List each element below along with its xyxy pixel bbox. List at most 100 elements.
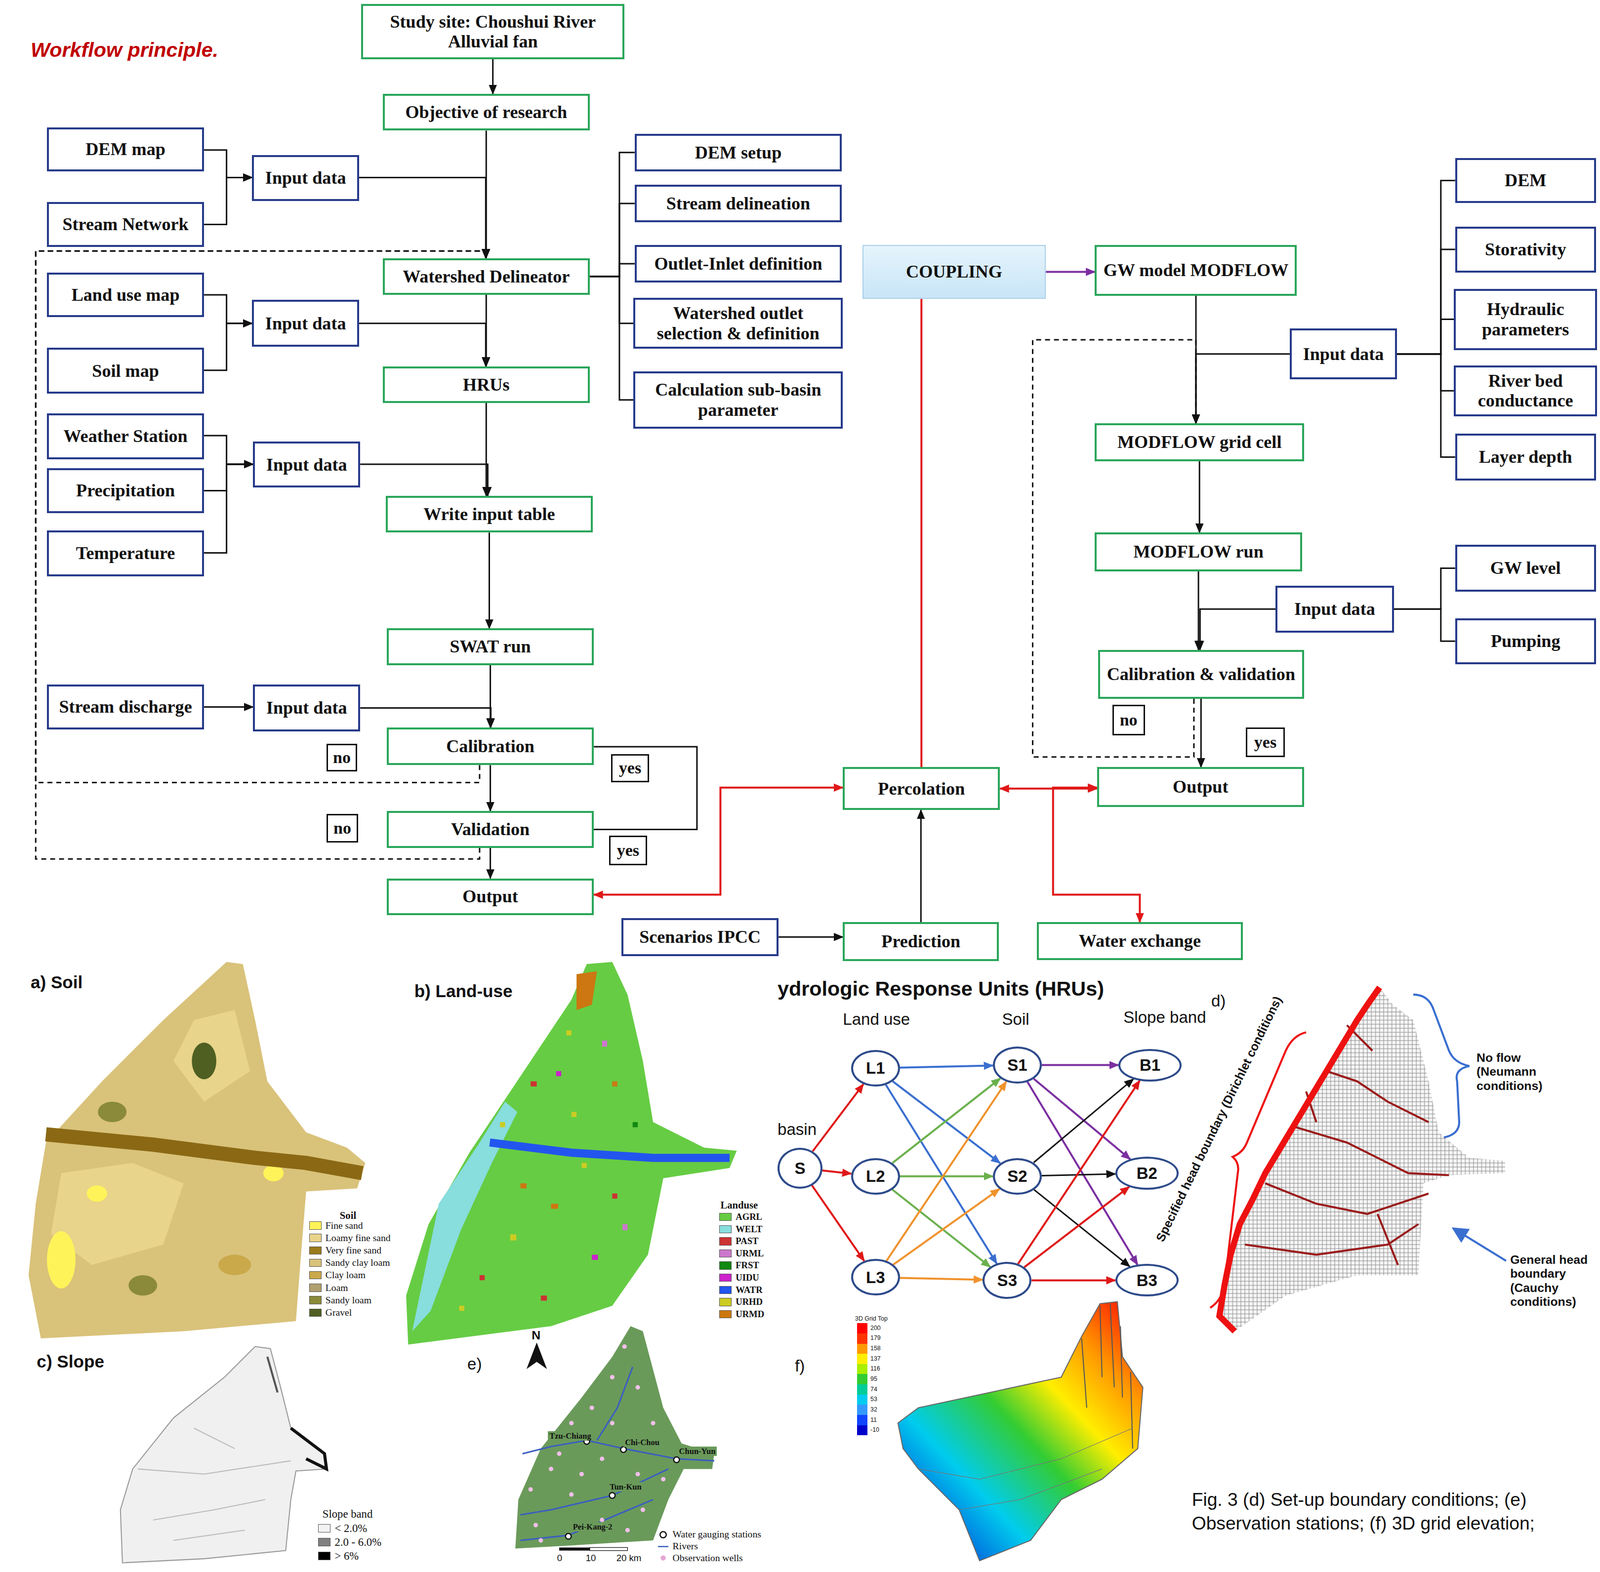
legend-swatch	[719, 1225, 732, 1234]
legend-row: 74	[857, 1384, 878, 1395]
legend-text: AGRL	[735, 1212, 763, 1223]
connector	[812, 1084, 864, 1152]
legend-text: Rivers	[672, 1541, 698, 1553]
legend-text: 95	[870, 1376, 878, 1384]
legend-row: Loam	[309, 1282, 349, 1294]
land-use-map-part	[520, 1183, 527, 1189]
node-text: Prediction	[881, 931, 961, 952]
connector	[204, 435, 253, 465]
input-box: Input data	[252, 684, 361, 732]
node-text: L3	[865, 1268, 886, 1287]
node-text: Stream discharge	[58, 697, 192, 717]
node-text: GW model MODFLOW	[1103, 260, 1289, 281]
node-text: L2	[865, 1167, 886, 1186]
scale-number: 10	[585, 1553, 597, 1564]
land-use-map-part	[632, 1122, 638, 1128]
input-box: Pumping	[1455, 618, 1597, 665]
connector	[822, 1170, 852, 1174]
connector	[204, 150, 252, 178]
process-box: Output	[386, 878, 594, 916]
hru-ellipse: L1	[851, 1050, 901, 1087]
connector	[492, 59, 494, 94]
legend-swatch	[719, 1286, 732, 1295]
station-name: Chun-Yun	[677, 1446, 718, 1457]
art-def-part	[599, 1456, 605, 1462]
legend-row: 179	[857, 1333, 881, 1345]
connector	[920, 298, 923, 768]
slope-map	[120, 1347, 327, 1564]
legend-symbol-shape	[660, 1531, 667, 1539]
connector	[589, 203, 635, 277]
input-box: Weather Station	[46, 413, 205, 460]
panel-title: ydrologic Response Units (HRUs)	[777, 977, 1105, 1002]
legend-text: Gravel	[325, 1307, 352, 1319]
node-text: Output	[1172, 777, 1229, 797]
legend-row: 116	[857, 1364, 881, 1375]
process-box: MODFLOW run	[1094, 532, 1302, 572]
legend-swatch	[719, 1261, 732, 1270]
station-name: Tun-Kun	[608, 1482, 644, 1492]
connector	[204, 177, 252, 225]
connector	[489, 665, 492, 728]
legend-swatch	[857, 1333, 868, 1345]
legend-text: URHD	[735, 1297, 763, 1308]
slope-map-part	[267, 1356, 278, 1393]
art-def-part	[635, 1472, 641, 1477]
land-use-map-part	[499, 1122, 505, 1128]
legend-row: URML	[719, 1248, 764, 1259]
legend-row: -10	[857, 1425, 880, 1436]
connector	[886, 1081, 1007, 1262]
legend-swatch	[857, 1374, 868, 1385]
panel-label: d)	[1211, 991, 1226, 1011]
connector	[778, 936, 843, 939]
legend-row: < 2.0%	[318, 1522, 368, 1535]
legend-swatch	[309, 1233, 322, 1242]
art-def-part	[650, 1421, 656, 1426]
slope-map-part	[290, 1428, 327, 1470]
legend-symbol-shape	[660, 1556, 667, 1562]
boundary-label: General head boundary (Cauchy conditions…	[1510, 1253, 1598, 1310]
legend-text: Fine sand	[325, 1220, 364, 1232]
connector	[488, 532, 491, 629]
node-text: Water exchange	[1078, 931, 1201, 951]
node-text: S3	[997, 1271, 1018, 1290]
panel-label: f)	[794, 1356, 805, 1376]
scale-number: 20 km	[616, 1553, 642, 1564]
land-use-map-part	[612, 1081, 617, 1087]
legend-symbol	[657, 1542, 669, 1552]
node-text: SWAT run	[449, 636, 531, 657]
input-box: Hydraulic parameters	[1453, 288, 1598, 351]
node-text: Weather Station	[63, 426, 188, 447]
panel-label: b) Land-use	[414, 981, 513, 1002]
process-box: SWAT run	[386, 628, 594, 665]
art-def-part	[589, 1405, 595, 1411]
legend-symbol	[657, 1530, 669, 1540]
node-text: Study site: Choushui River Alluvial fan	[368, 11, 618, 52]
legend-swatch	[318, 1552, 331, 1560]
process-box: Calibration	[386, 727, 594, 766]
art-def-part	[538, 1538, 543, 1543]
node-text: Calculation sub-basin parameter	[640, 379, 836, 420]
land-use-map	[406, 962, 737, 1346]
art-def-part	[528, 1487, 534, 1492]
legend-row: Sandy loam	[309, 1295, 372, 1307]
legend-text: URML	[735, 1248, 764, 1259]
connector	[204, 464, 253, 492]
legend-swatch	[309, 1221, 322, 1230]
legend-row: 137	[857, 1353, 881, 1365]
art-def-part	[610, 1421, 615, 1426]
legend-text: Sandy loam	[325, 1295, 372, 1307]
node-text: Watershed outlet selection & definition	[640, 303, 836, 344]
decision-tag: yes	[1245, 727, 1285, 758]
legend-text: URMD	[735, 1309, 765, 1320]
legend-row: 2.0 - 6.0%	[318, 1536, 382, 1549]
grid-elevation-3d	[898, 1302, 1144, 1562]
connector	[920, 810, 922, 923]
legend-symbol-shape	[657, 1546, 669, 1548]
legend-row: 11	[857, 1415, 877, 1426]
decision-tag: no	[326, 814, 359, 843]
soil-map-part	[46, 1231, 76, 1289]
node-text: yes	[1254, 733, 1277, 752]
art-def-part	[620, 1446, 627, 1453]
